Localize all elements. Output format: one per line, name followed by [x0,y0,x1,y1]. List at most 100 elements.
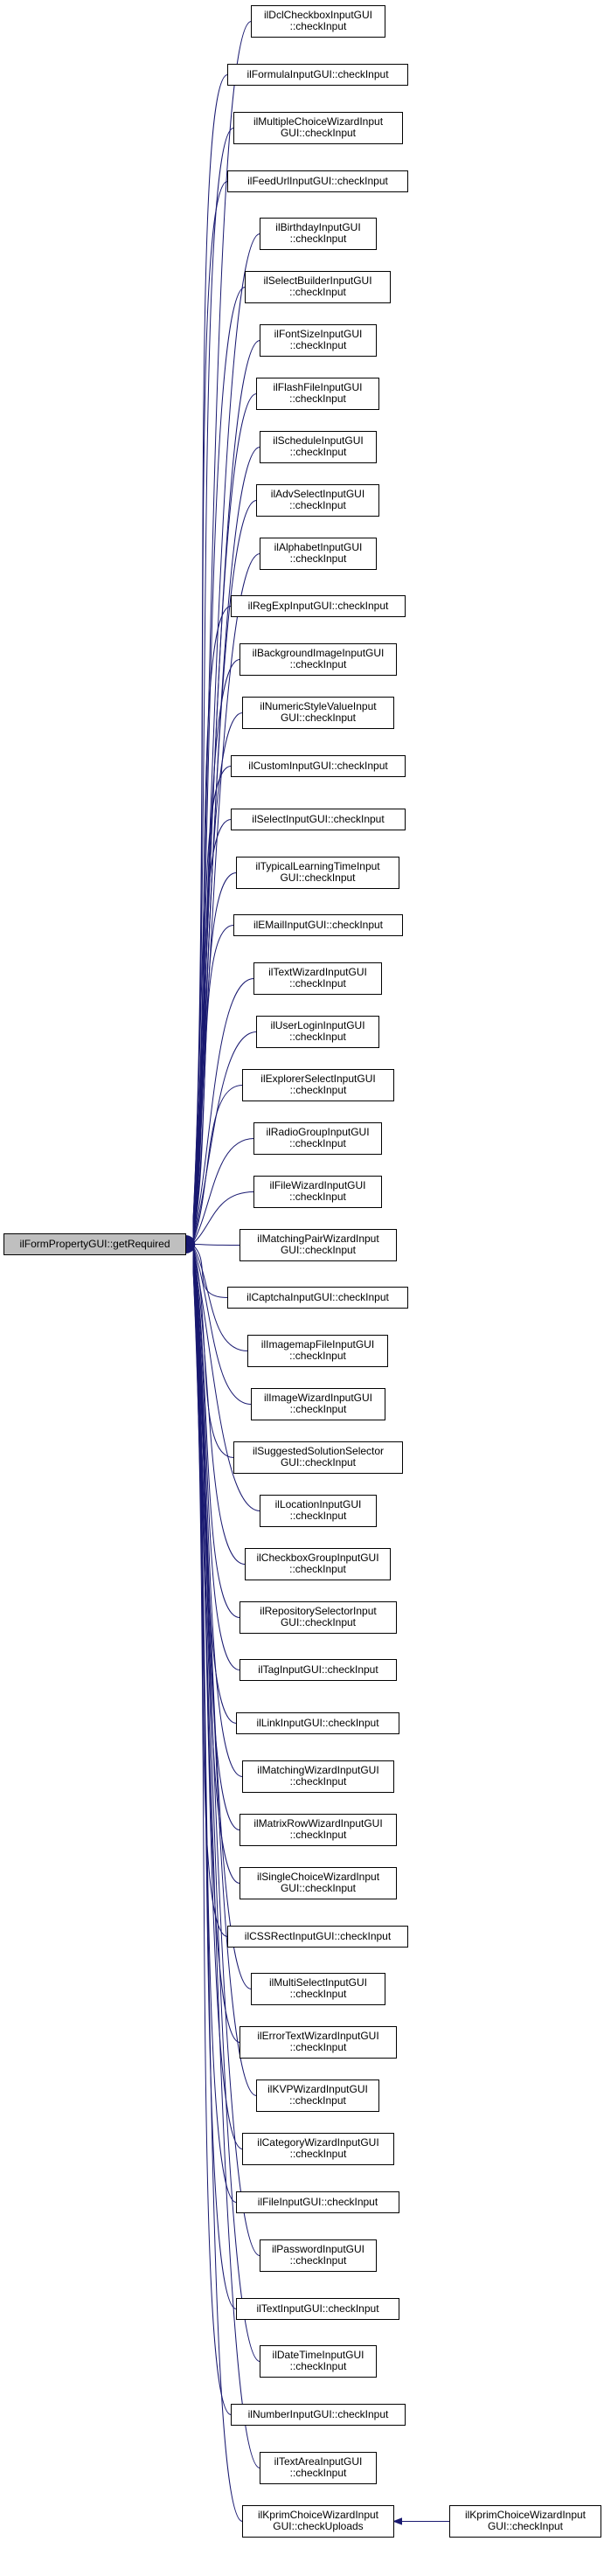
caller-node-31-label-line-2: GUI::checkInput [281,1616,357,1628]
caller-node-23[interactable]: ilFileWizardInputGUI::checkInput [253,1176,382,1208]
caller-node-11-label-line-1: ilAlphabetInputGUI [274,541,363,553]
caller-node-48[interactable]: ilKprimChoiceWizardInputGUI::checkUpload… [242,2505,394,2538]
caller-node-3[interactable]: ilMultipleChoiceWizardInputGUI::checkInp… [233,112,403,144]
caller-node-24-box [240,1229,397,1261]
caller-node-21-label-line-1: ilExplorerSelectInputGUI [260,1073,375,1085]
caller-node-42[interactable]: ilFileInputGUI::checkInput [236,2191,399,2213]
caller-node-39-label-line-2: ::checkInput [290,2041,347,2053]
caller-node-44[interactable]: ilTextInputGUI::checkInput [236,2298,399,2320]
caller-node-34-label-line-1: ilMatchingWizardInputGUI [257,1764,378,1776]
caller-node-4[interactable]: ilFeedUrlInputGUI::checkInput [227,170,408,192]
caller-node-42-box [236,2191,399,2213]
caller-node-21-box [242,1069,394,1101]
caller-node-28[interactable]: ilSuggestedSolutionSelectorGUI::checkInp… [233,1441,403,1474]
caller-node-7-label-line-2: ::checkInput [290,339,347,351]
caller-node-19-label-line-1: ilTextWizardInputGUI [268,966,367,978]
root-node-getRequired-box [3,1233,186,1255]
edge-caller-35 [192,1255,240,1830]
edge-caller-6 [192,287,246,1226]
caller-node-13-label-line-1: ilBackgroundImageInputGUI [253,647,385,659]
caller-node-3-label-line-1: ilMultipleChoiceWizardInput [253,115,384,128]
caller-node-20-box [256,1016,379,1048]
caller-node-34[interactable]: ilMatchingWizardInputGUI::checkInput [242,1760,394,1793]
caller-node-27-label-line-1: ilImageWizardInputGUI [264,1392,372,1404]
caller-node-19-box [253,962,382,995]
caller-node-33[interactable]: ilLinkInputGUI::checkInput [236,1712,399,1734]
caller-node-12[interactable]: ilRegExpInputGUI::checkInput [231,595,406,617]
edge-caller-48 [192,1269,243,2522]
caller-node-15[interactable]: ilCustomInputGUI::checkInput [231,755,406,777]
caller-node-40[interactable]: ilKVPWizardInputGUI::checkInput [256,2080,379,2112]
edge-caller-40 [192,1260,257,2096]
caller-node-21[interactable]: ilExplorerSelectInputGUI::checkInput [242,1069,394,1101]
caller-node-41[interactable]: ilCategoryWizardInputGUI::checkInput [242,2133,394,2165]
caller-node-16[interactable]: ilSelectInputGUI::checkInput [231,809,406,830]
caller-node-37-box [227,1926,408,1948]
caller-node-22[interactable]: ilRadioGroupInputGUI::checkInput [253,1122,382,1155]
caller-node-13-label-line-2: ::checkInput [290,658,347,670]
caller-node-1[interactable]: ilDclCheckboxInputGUI::checkInput [251,5,385,38]
caller-node-45-box [260,2345,377,2378]
caller-node-14-label-line-2: GUI::checkInput [281,712,357,724]
caller-node-30-label-line-2: ::checkInput [289,1563,346,1575]
caller-node-18-label-line-1: ilEMailInputGUI::checkInput [253,919,384,931]
caller-node-29-label-line-1: ilLocationInputGUI [275,1498,362,1510]
caller-node-25[interactable]: ilCaptchaInputGUI::checkInput [227,1287,408,1309]
caller-node-40-box [256,2080,379,2112]
caller-node-43[interactable]: ilPasswordInputGUI::checkInput [260,2239,377,2272]
caller-node-48-label-line-2: GUI::checkUploads [273,2520,363,2532]
caller-node-7-box [260,324,377,357]
caller-node-18[interactable]: ilEMailInputGUI::checkInput [233,914,403,936]
caller-node-21-label-line-2: ::checkInput [290,1084,347,1096]
caller-node-35[interactable]: ilMatrixRowWizardInputGUI::checkInput [240,1814,397,1846]
caller-node-2[interactable]: ilFormulaInputGUI::checkInput [227,64,408,86]
edge-caller-43 [192,1264,260,2256]
caller-node-10[interactable]: ilAdvSelectInputGUI::checkInput [256,484,379,517]
caller-node-32[interactable]: ilTagInputGUI::checkInput [240,1659,397,1681]
caller-node-10-label-line-2: ::checkInput [289,499,346,511]
caller-node-37[interactable]: ilCSSRectInputGUI::checkInput [227,1926,408,1948]
caller-node-4-label-line-1: ilFeedUrlInputGUI::checkInput [247,175,388,187]
caller-node-9[interactable]: ilScheduleInputGUI::checkInput [260,431,377,463]
caller-node-32-label-line-1: ilTagInputGUI::checkInput [258,1663,378,1676]
caller-node-46-label-line-1: ilNumberInputGUI::checkInput [248,2408,389,2420]
nodes-layer: ilFormPropertyGUI::getRequired ilDclCheck… [3,5,601,2538]
caller-node-11-label-line-2: ::checkInput [290,552,347,565]
caller-node-38[interactable]: ilMultiSelectInputGUI::checkInput [251,1973,385,2005]
edge-caller-16 [192,819,232,1236]
caller-node-13[interactable]: ilBackgroundImageInputGUI::checkInput [240,643,397,676]
caller-node-39[interactable]: ilErrorTextWizardInputGUI::checkInput [240,2026,397,2059]
caller-node-6[interactable]: ilSelectBuilderInputGUI::checkInput [245,271,391,303]
caller-node-29-label-line-2: ::checkInput [290,1510,347,1522]
caller-node-20[interactable]: ilUserLoginInputGUI::checkInput [256,1016,379,1048]
caller-node-24-label-line-2: GUI::checkInput [281,1244,357,1256]
caller-node-46[interactable]: ilNumberInputGUI::checkInput [231,2404,406,2426]
caller-node-23-box [253,1176,382,1208]
caller-node-29[interactable]: ilLocationInputGUI::checkInput [260,1495,377,1527]
caller-node-26[interactable]: ilImagemapFileInputGUI::checkInput [247,1335,388,1367]
caller-node-11[interactable]: ilAlphabetInputGUI::checkInput [260,538,377,570]
caller-node-40-label-line-1: ilKVPWizardInputGUI [267,2083,368,2095]
caller-node-9-label-line-2: ::checkInput [290,446,347,458]
caller-node-8[interactable]: ilFlashFileInputGUI::checkInput [256,378,379,410]
caller-node-30[interactable]: ilCheckboxGroupInputGUI::checkInput [245,1548,391,1580]
caller-node-11-box [260,538,377,570]
caller-node-27[interactable]: ilImageWizardInputGUI::checkInput [251,1388,385,1420]
caller-node-47[interactable]: ilTextAreaInputGUI::checkInput [260,2452,377,2484]
caller-node-5[interactable]: ilBirthdayInputGUI::checkInput [260,218,377,250]
caller-node-7[interactable]: ilFontSizeInputGUI::checkInput [260,324,377,357]
root-node-getRequired[interactable]: ilFormPropertyGUI::getRequired [3,1233,186,1255]
edge-caller-25 [192,1245,228,1298]
caller-node-37-label-line-1: ilCSSRectInputGUI::checkInput [245,1930,392,1942]
caller-node-19[interactable]: ilTextWizardInputGUI::checkInput [253,962,382,995]
caller-node-35-box [240,1814,397,1846]
caller-node-17[interactable]: ilTypicalLearningTimeInputGUI::checkInpu… [236,857,399,889]
root-node-getRequired-label-line-1: ilFormPropertyGUI::getRequired [19,1238,170,1250]
caller-node-45[interactable]: ilDateTimeInputGUI::checkInput [260,2345,377,2378]
caller-node-15-box [231,755,406,777]
